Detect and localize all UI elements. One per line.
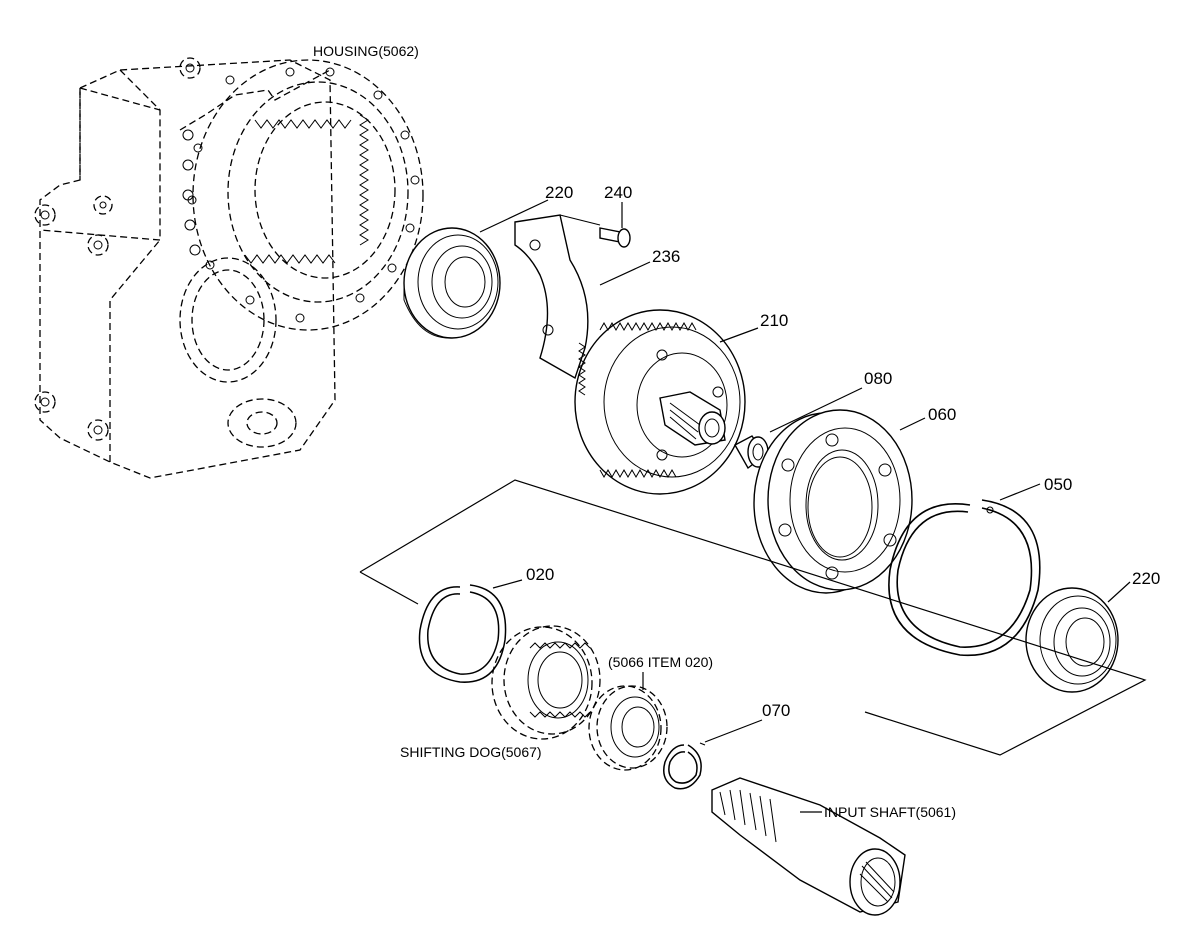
housing-part xyxy=(34,57,424,479)
label-210: 210 xyxy=(760,311,788,330)
gear-210 xyxy=(574,309,759,495)
label-060: 060 xyxy=(928,405,956,424)
snap-ring-070 xyxy=(663,719,763,790)
label-220-top: 220 xyxy=(545,183,573,202)
label-housing: HOUSING(5062) xyxy=(313,43,419,59)
label-shifting-dog: SHIFTING DOG(5067) xyxy=(400,744,542,760)
carrier-060 xyxy=(753,409,926,594)
label-5066-item-020: (5066 ITEM 020) xyxy=(608,654,713,670)
label-020: 020 xyxy=(526,565,554,584)
snap-ring-020 xyxy=(418,579,523,683)
label-220-right: 220 xyxy=(1132,569,1160,588)
assembly-group-frame xyxy=(359,479,1147,756)
plate-236 xyxy=(514,214,651,380)
label-050: 050 xyxy=(1044,475,1072,494)
label-070: 070 xyxy=(762,701,790,720)
input-shaft-part xyxy=(711,777,906,916)
label-080: 080 xyxy=(864,369,892,388)
bearing-220-right xyxy=(1025,581,1131,693)
screw-240 xyxy=(599,202,631,248)
label-input-shaft: INPUT SHAFT(5061) xyxy=(824,804,956,820)
shifting-dog-part xyxy=(491,625,601,740)
snap-ring-050 xyxy=(888,483,1041,657)
bearing-5066 xyxy=(588,672,668,771)
label-240: 240 xyxy=(604,183,632,202)
label-236: 236 xyxy=(652,247,680,266)
bearing-220-top xyxy=(403,199,549,339)
